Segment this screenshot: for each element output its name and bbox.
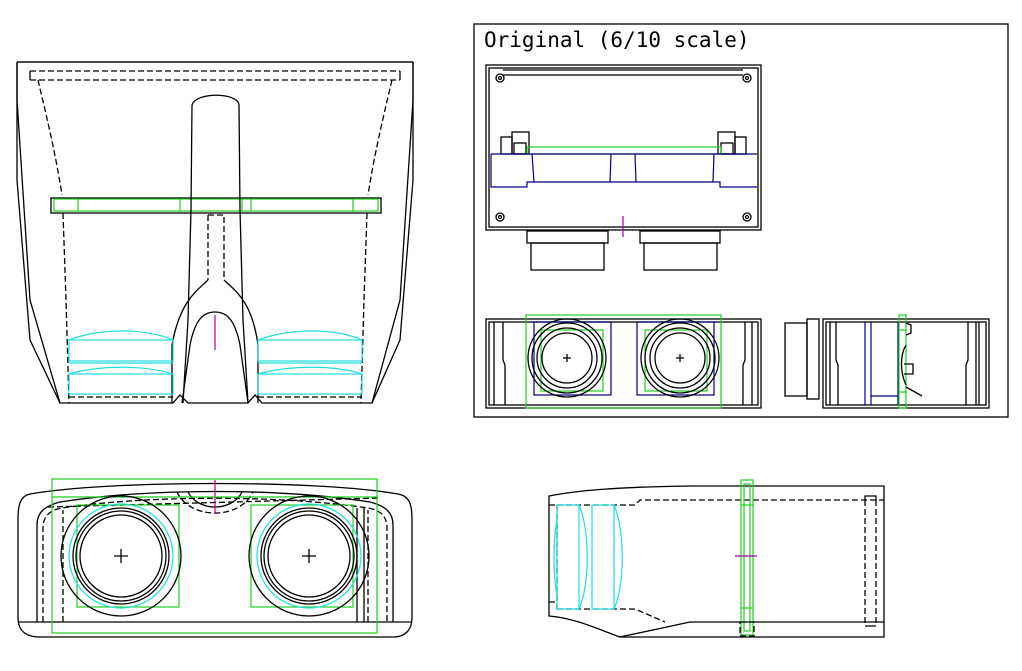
clamp-left <box>500 131 530 155</box>
inset-title: Original (6/10 scale) <box>484 28 750 52</box>
right-inner-upper <box>367 79 393 196</box>
side-plate-divisions <box>741 504 753 609</box>
original-inset: Original (6/10 scale) <box>473 23 1009 418</box>
right-lens-stack <box>257 330 363 398</box>
side-rear-slot <box>864 500 877 626</box>
rear-view <box>17 478 413 638</box>
green-plate <box>53 198 379 212</box>
mount-outline <box>490 153 757 188</box>
front-section-view <box>16 61 414 404</box>
divider-right <box>191 94 249 404</box>
inset-green-plate <box>526 146 722 155</box>
left-inner-lower <box>62 212 70 404</box>
top-rail <box>30 70 400 81</box>
left-inner-upper <box>37 79 63 196</box>
side-green-plate-inner <box>743 483 751 632</box>
inset-frame <box>473 23 1009 418</box>
eyepiece-left <box>530 242 605 271</box>
plate-divisions <box>77 199 354 211</box>
rail-ends <box>29 71 401 80</box>
eyepiece-right <box>643 242 718 271</box>
rear-green-frame <box>51 478 378 634</box>
side-dashed-interior <box>549 499 884 623</box>
lens-center-crosshairs <box>563 354 684 362</box>
original-side-view <box>784 314 990 409</box>
original-front-view <box>485 314 762 409</box>
screw-icons <box>495 73 752 222</box>
side-green-plate <box>740 479 754 636</box>
nose-arch <box>181 311 249 404</box>
rear-dashed-outline <box>42 497 388 622</box>
plate-slot <box>50 197 382 214</box>
side-lens-stack <box>553 504 623 610</box>
side-rear-slot-ends <box>864 495 877 627</box>
right-inner-lower <box>360 212 368 404</box>
mount-divisions <box>531 153 715 183</box>
front-outer-frame <box>16 61 414 404</box>
front-left-wall <box>16 62 61 404</box>
rear-left-eyepiece <box>60 495 182 617</box>
clamp-right <box>717 131 747 155</box>
original-top-view <box>485 64 762 271</box>
divider-left <box>182 104 193 404</box>
side-bottom <box>620 622 885 638</box>
eyepiece-left-collar <box>526 230 609 244</box>
side-view <box>548 479 885 638</box>
rear-right-eyepiece <box>248 495 370 617</box>
divider-slot <box>207 214 225 280</box>
front-right-wall <box>371 62 414 404</box>
rear-outline <box>17 482 413 638</box>
left-lens-stack <box>68 330 174 398</box>
side-outline <box>548 485 885 638</box>
eyepiece-right-collar <box>639 230 721 244</box>
rear-right-rails <box>356 508 365 622</box>
side-plate-foot <box>739 621 755 637</box>
